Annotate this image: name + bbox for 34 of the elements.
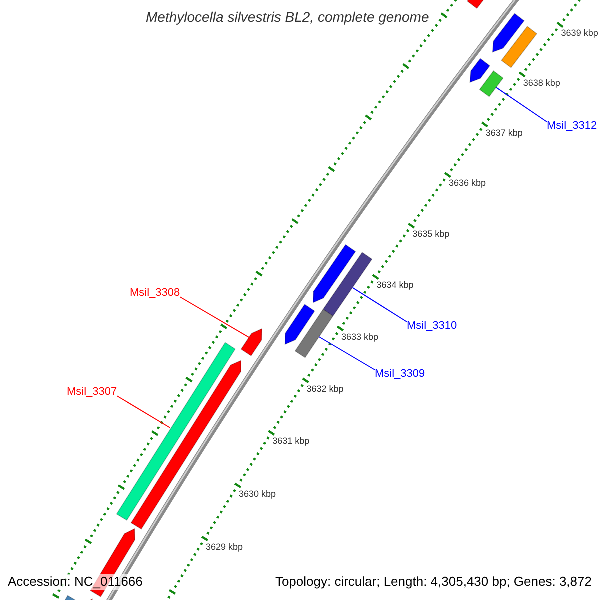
leader-line xyxy=(496,87,548,122)
tick-label: 3634 kbp xyxy=(376,280,414,292)
gene-feature xyxy=(492,13,525,53)
gene-label: Msil_3307 xyxy=(67,385,118,399)
tick-label: 3629 kbp xyxy=(206,542,243,553)
tick-label: 3632 kbp xyxy=(306,384,344,395)
gene-feature xyxy=(322,252,373,317)
gene-label: Msil_3308 xyxy=(130,286,180,300)
leader-line xyxy=(352,287,408,322)
genome-info-text: Topology: circular; Length: 4,305,430 bp; Genes: 3,872 xyxy=(275,574,592,590)
gene-label: Msil_3309 xyxy=(375,367,426,381)
tick-label: 3630 kbp xyxy=(238,488,276,500)
tick-label: 3631 kbp xyxy=(272,436,310,447)
gene-feature xyxy=(294,308,334,358)
tick-label: 3639 kbp xyxy=(561,28,598,40)
gene-feature xyxy=(501,26,538,68)
accession-text: Accession: NC_011666 xyxy=(8,574,143,590)
tick-label: 3635 kbp xyxy=(412,228,450,240)
gene-feature xyxy=(470,58,491,84)
leader-line xyxy=(116,396,171,428)
gene-feature xyxy=(116,342,236,521)
gene-feature xyxy=(130,360,242,530)
gene-label: Msil_3310 xyxy=(407,319,458,333)
gene-feature xyxy=(240,328,262,357)
gene-feature xyxy=(284,304,316,346)
leader-line xyxy=(180,296,250,338)
tick-label: 3638 kbp xyxy=(523,78,560,89)
gene-feature xyxy=(312,244,356,304)
gene-label: Msil_3312 xyxy=(547,119,598,133)
tick-label: 3636 kbp xyxy=(448,178,486,190)
leader-line xyxy=(318,336,376,370)
gene-feature xyxy=(479,70,504,98)
tick-label: 3633 kbp xyxy=(342,332,379,343)
tick-label: 3637 kbp xyxy=(486,128,523,139)
